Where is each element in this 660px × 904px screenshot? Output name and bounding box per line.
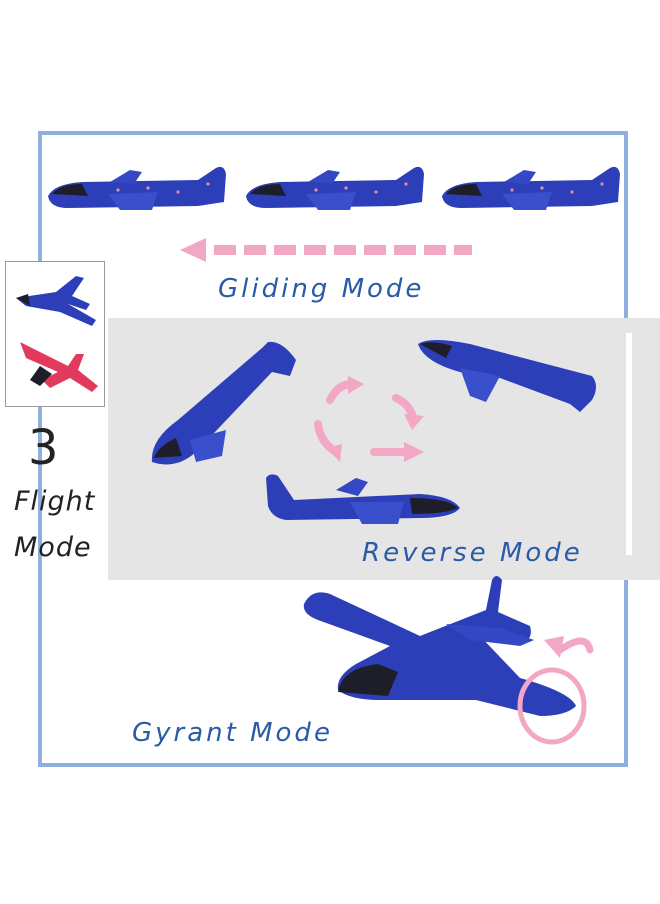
reverse-mode-label: Reverse Mode <box>362 538 583 568</box>
side-caption-line2: Mode <box>14 532 92 563</box>
blue-plane-thumb <box>16 276 96 326</box>
reverse-plane-bottom <box>266 474 460 524</box>
gyrant-plane <box>303 576 576 716</box>
mode-count: 3 <box>28 420 59 476</box>
panel-divider <box>626 333 632 555</box>
gliding-mode-label: Gliding Mode <box>218 274 425 304</box>
gyrant-mode-label: Gyrant Mode <box>132 718 333 748</box>
reverse-plane-diagonal <box>151 341 296 465</box>
gliding-arrow <box>180 238 472 262</box>
side-caption-line1: Flight <box>14 486 96 517</box>
reverse-plane-right <box>418 340 596 412</box>
gyrant-arrow <box>517 636 594 745</box>
red-plane-thumb <box>20 342 98 392</box>
color-options-thumbnail <box>5 261 105 407</box>
